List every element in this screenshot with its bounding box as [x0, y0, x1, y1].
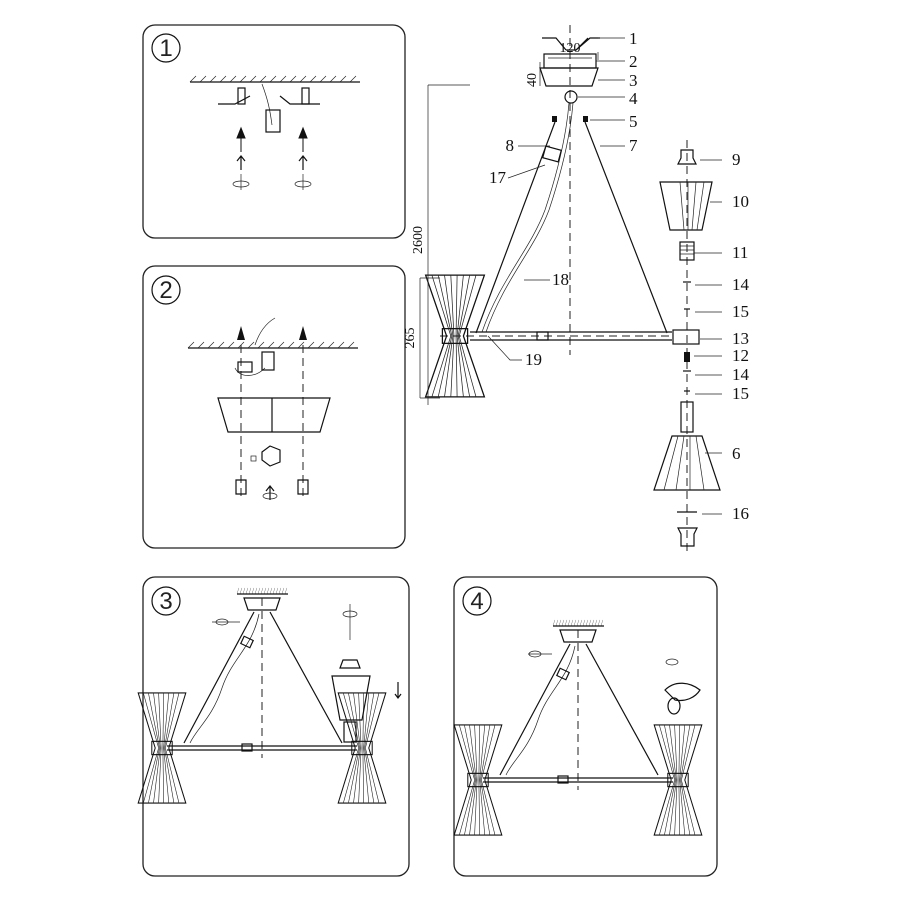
step-2-panel: 2: [142, 265, 406, 549]
part-label-19: 19: [525, 350, 542, 369]
step-number: 2: [159, 277, 172, 304]
part-label-15: 15: [732, 384, 749, 403]
part-label-15: 15: [732, 302, 749, 321]
part-label-13: 13: [732, 329, 749, 348]
dimension-canopy-width: 120: [560, 41, 581, 56]
part-labels: 1 2 3 4 5 7 8 17 18 19 9 10 11 14 15 13 …: [489, 29, 750, 523]
part-label-3: 3: [629, 71, 638, 90]
part-label-14: 14: [732, 275, 750, 294]
step-3-panel: 3: [138, 576, 410, 877]
part-label-11: 11: [732, 243, 748, 262]
step-number: 4: [470, 588, 483, 615]
step-number-circle: [151, 33, 181, 63]
part-label-4: 4: [629, 89, 638, 108]
dimension-shade-height: 265: [403, 328, 418, 349]
part-label-7: 7: [629, 136, 638, 155]
step-number: 1: [159, 35, 172, 62]
dimension-total-height: 2600: [411, 226, 426, 254]
part-label-8: 8: [506, 136, 515, 155]
step-4-panel: 4: [453, 576, 718, 877]
part-label-12: 12: [732, 346, 749, 365]
step-1-panel: 1: [142, 24, 406, 239]
part-label-16: 16: [732, 504, 749, 523]
part-label-9: 9: [732, 150, 741, 169]
part-label-2: 2: [629, 52, 638, 71]
exploded-view: [419, 25, 722, 555]
part-label-1: 1: [629, 29, 638, 48]
step-number: 3: [159, 588, 172, 615]
part-label-14: 14: [732, 365, 750, 384]
part-label-6: 6: [732, 444, 741, 463]
dimension-canopy-height: 40: [525, 73, 540, 87]
part-label-10: 10: [732, 192, 749, 211]
part-label-18: 18: [552, 270, 569, 289]
part-label-5: 5: [629, 112, 638, 131]
part-label-17: 17: [489, 168, 507, 187]
